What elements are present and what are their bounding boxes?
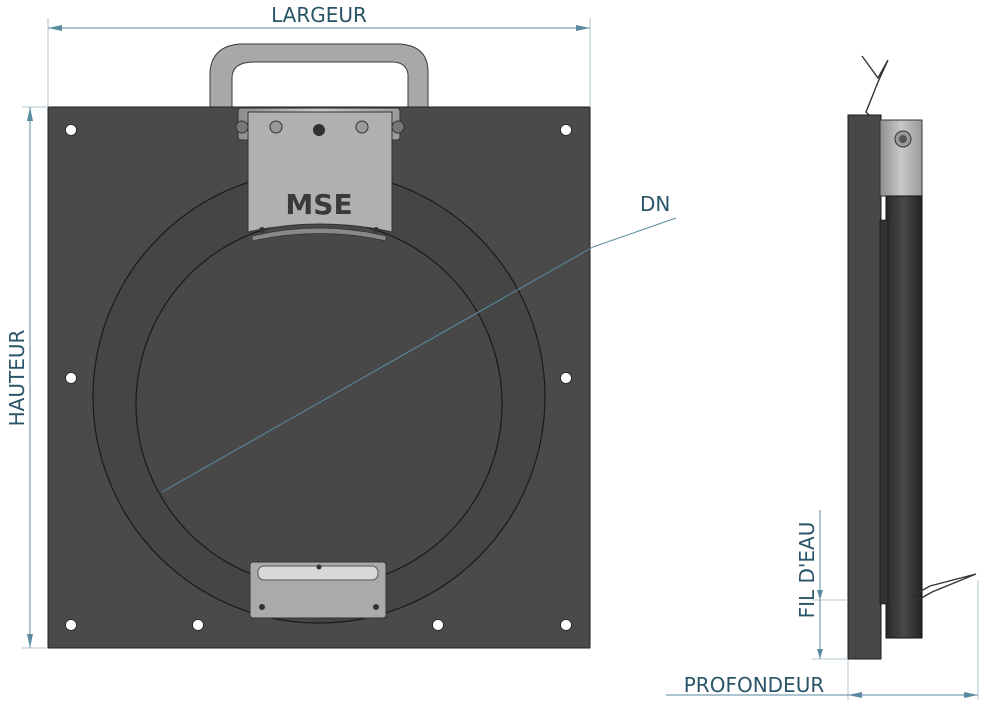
hinge-bracket bbox=[235, 107, 405, 242]
water-level-label: FIL D'EAU bbox=[795, 522, 819, 619]
height-label: HAUTEUR bbox=[5, 330, 29, 427]
width-label: LARGEUR bbox=[271, 3, 367, 27]
dn-dimension-line bbox=[161, 246, 594, 493]
mounting-holes bbox=[65, 124, 572, 631]
height-dimension: HAUTEUR bbox=[5, 106, 48, 649]
dn-label: DN bbox=[640, 192, 670, 216]
width-dimension: LARGEUR bbox=[47, 3, 591, 107]
water-level-dimension: FIL D'EAU bbox=[795, 510, 848, 660]
depth-label: PROFONDEUR bbox=[684, 673, 825, 697]
depth-dimension: PROFONDEUR bbox=[666, 580, 979, 700]
side-view bbox=[847, 55, 977, 660]
side-plate bbox=[847, 114, 882, 660]
dn-leader-line bbox=[592, 217, 677, 248]
top-handle bbox=[209, 43, 429, 109]
top-spring bbox=[861, 55, 889, 117]
front-view: MSE DN bbox=[47, 43, 677, 649]
bottom-spring bbox=[911, 573, 977, 601]
flap-inner-ring bbox=[135, 220, 503, 588]
bottom-latch bbox=[249, 561, 387, 619]
side-flap bbox=[885, 195, 923, 639]
brand-label: MSE bbox=[285, 188, 352, 221]
